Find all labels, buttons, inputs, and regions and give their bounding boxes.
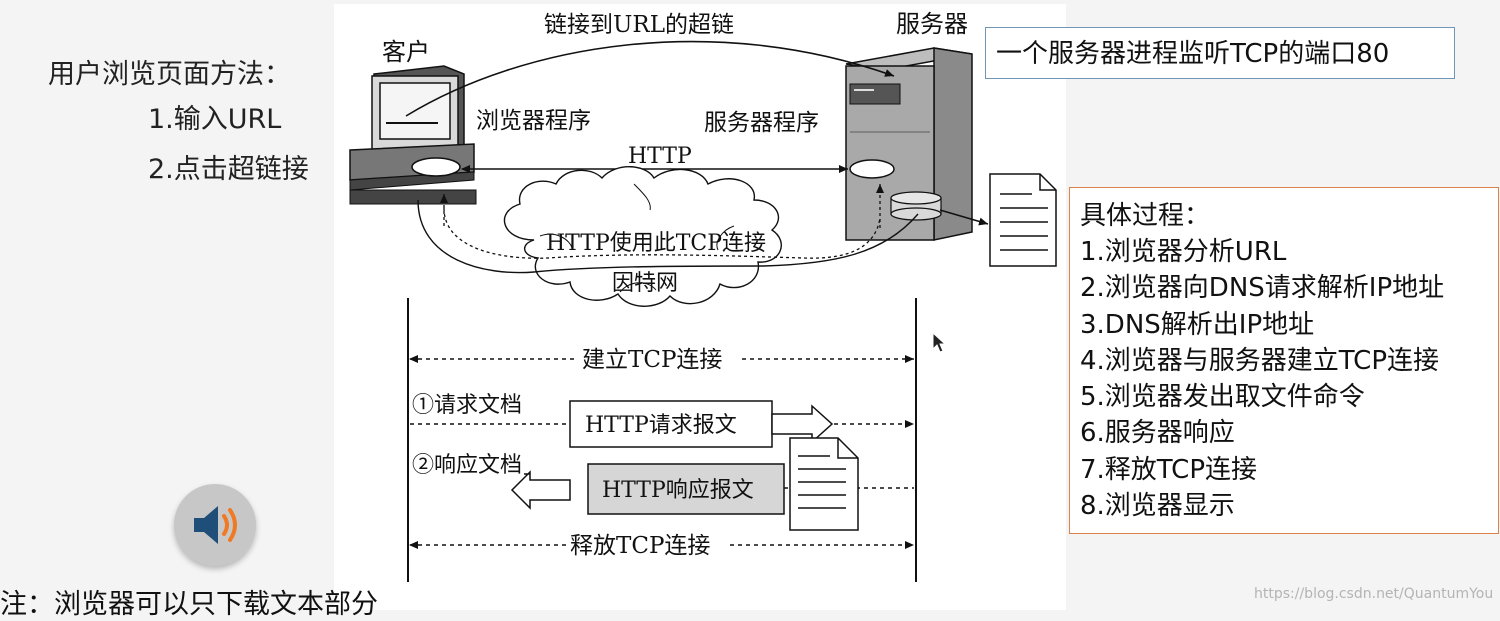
tcp-conn-label: HTTP使用此TCP连接: [546, 231, 766, 256]
process-step: 7.释放TCP连接: [1080, 454, 1257, 485]
response-doc-label: ②响应文档: [412, 453, 522, 478]
release-tcp-label: 释放TCP连接: [570, 533, 710, 559]
browse-methods-heading: 用户浏览页面方法：: [48, 59, 291, 90]
hyperlink-label: 链接到URL的超链: [544, 12, 734, 38]
client-computer-icon: [349, 65, 477, 205]
process-steps-box: 具体过程： 1.浏览器分析URL 2.浏览器向DNS请求解析IP地址 3.DNS…: [1069, 187, 1499, 534]
footnote: 注：浏览器可以只下载文本部分: [0, 589, 378, 620]
method-1: 1.输入URL: [148, 104, 282, 135]
server-icon: [845, 47, 973, 241]
browser-program-label: 浏览器程序: [476, 108, 591, 134]
request-msg-label: HTTP请求报文: [585, 413, 737, 438]
server-label: 服务器: [896, 10, 968, 38]
response-arrow-icon: [510, 470, 571, 510]
server-document-icon: [989, 173, 1057, 267]
watermark: https://blog.csdn.net/QuantumYou: [1254, 586, 1494, 602]
establish-tcp-label: 建立TCP连接: [582, 347, 722, 373]
http-diagram: 客户 服务器 链接到URL的超链 浏览器程序 服务器程序 HTTP: [349, 10, 989, 582]
mouse-cursor-icon: [932, 332, 947, 353]
server-program-label: 服务器程序: [704, 110, 819, 136]
internet-label: 因特网: [612, 271, 678, 296]
diagram-panel: 客户 服务器 链接到URL的超链 浏览器程序 服务器程序 HTTP: [334, 4, 1066, 610]
tcp-dotted-line: [443, 207, 881, 259]
server-port-note: 一个服务器进程监听TCP的端口80: [985, 27, 1455, 79]
response-document-icon: [789, 437, 859, 531]
hyperlink-arrow: [405, 40, 895, 117]
process-step: 3.DNS解析出IP地址: [1080, 309, 1315, 340]
speaker-icon: [194, 506, 237, 544]
process-title: 具体过程：: [1080, 201, 1211, 231]
internet-cloud-icon: [503, 166, 782, 307]
process-step: 6.服务器响应: [1080, 418, 1235, 449]
process-step: 8.浏览器显示: [1080, 491, 1235, 522]
process-step: 1.浏览器分析URL: [1080, 237, 1287, 267]
http-response-box: [587, 463, 785, 515]
process-step: 5.浏览器发出取文件命令: [1080, 382, 1365, 413]
client-label: 客户: [382, 38, 430, 66]
request-doc-label: ①请求文档: [412, 393, 522, 418]
tcp-connection-line: [417, 199, 919, 274]
process-step: 2.浏览器向DNS请求解析IP地址: [1080, 273, 1445, 304]
response-msg-label: HTTP响应报文: [602, 478, 754, 503]
audio-speaker-button[interactable]: [174, 484, 256, 566]
process-step: 4.浏览器与服务器建立TCP连接: [1080, 345, 1439, 376]
method-2: 2.点击超链接: [148, 154, 309, 185]
http-label: HTTP: [628, 144, 692, 169]
request-arrow-icon: [771, 404, 834, 444]
